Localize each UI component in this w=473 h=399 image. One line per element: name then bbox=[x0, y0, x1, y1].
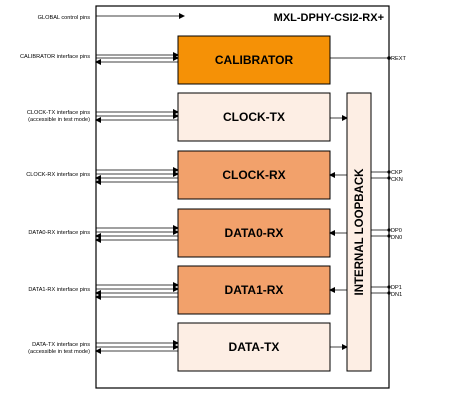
label-ckp: CKP bbox=[391, 170, 403, 176]
dn1-pin bbox=[387, 291, 391, 295]
label-data-tx-test: (accessible in test mode) bbox=[28, 349, 90, 355]
dp0-pin bbox=[387, 228, 391, 232]
calibrator-label: CALIBRATOR bbox=[215, 53, 294, 67]
label-data1-rx-pins: DATA1-RX interface pins bbox=[28, 287, 90, 293]
ckp-pin bbox=[387, 170, 391, 174]
label-calibrator-pins: CALIBRATOR interface pins bbox=[20, 54, 90, 60]
internal-loopback-label: INTERNAL LOOPBACK bbox=[354, 168, 366, 296]
label-data-tx-pins: DATA-TX interface pins bbox=[32, 342, 90, 348]
label-data0-rx-pins: DATA0-RX interface pins bbox=[28, 230, 90, 236]
data-tx-label: DATA-TX bbox=[229, 340, 280, 354]
data1-rx-block bbox=[177, 265, 331, 315]
label-dn1: DN1 bbox=[391, 292, 402, 298]
label-dp0: DP0 bbox=[391, 228, 402, 234]
data0-rx-block bbox=[177, 208, 331, 258]
label-clock-tx-pins: CLOCK-TX interface pins bbox=[27, 110, 90, 116]
diagram-title: MXL-DPHY-CSI2-RX+ bbox=[274, 12, 384, 24]
data0-rx-label: DATA0-RX bbox=[225, 226, 284, 240]
label-clock-tx-test: (accessible in test mode) bbox=[28, 117, 90, 123]
internal-loopback-block bbox=[346, 92, 372, 372]
label-clock-rx-pins: CLOCK-RX interface pins bbox=[26, 172, 90, 178]
clock-tx-block bbox=[177, 92, 331, 142]
outer-frame bbox=[95, 5, 390, 389]
clock-rx-label: CLOCK-RX bbox=[222, 168, 285, 182]
data1-rx-label: DATA1-RX bbox=[225, 283, 284, 297]
label-dp1: DP1 bbox=[391, 285, 402, 291]
rext-pin bbox=[387, 56, 391, 60]
clock-tx-label: CLOCK-TX bbox=[223, 110, 285, 124]
clock-rx-block bbox=[177, 150, 331, 200]
label-global-pins: GLOBAL control pins bbox=[38, 15, 91, 21]
dp1-pin bbox=[387, 285, 391, 289]
data-tx-block bbox=[177, 322, 331, 372]
dn0-pin bbox=[387, 234, 391, 238]
ckn-pin bbox=[387, 176, 391, 180]
calibrator-block bbox=[177, 35, 331, 85]
label-rext: REXT bbox=[391, 56, 407, 62]
label-ckn: CKN bbox=[391, 177, 403, 183]
label-dn0: DN0 bbox=[391, 235, 402, 241]
